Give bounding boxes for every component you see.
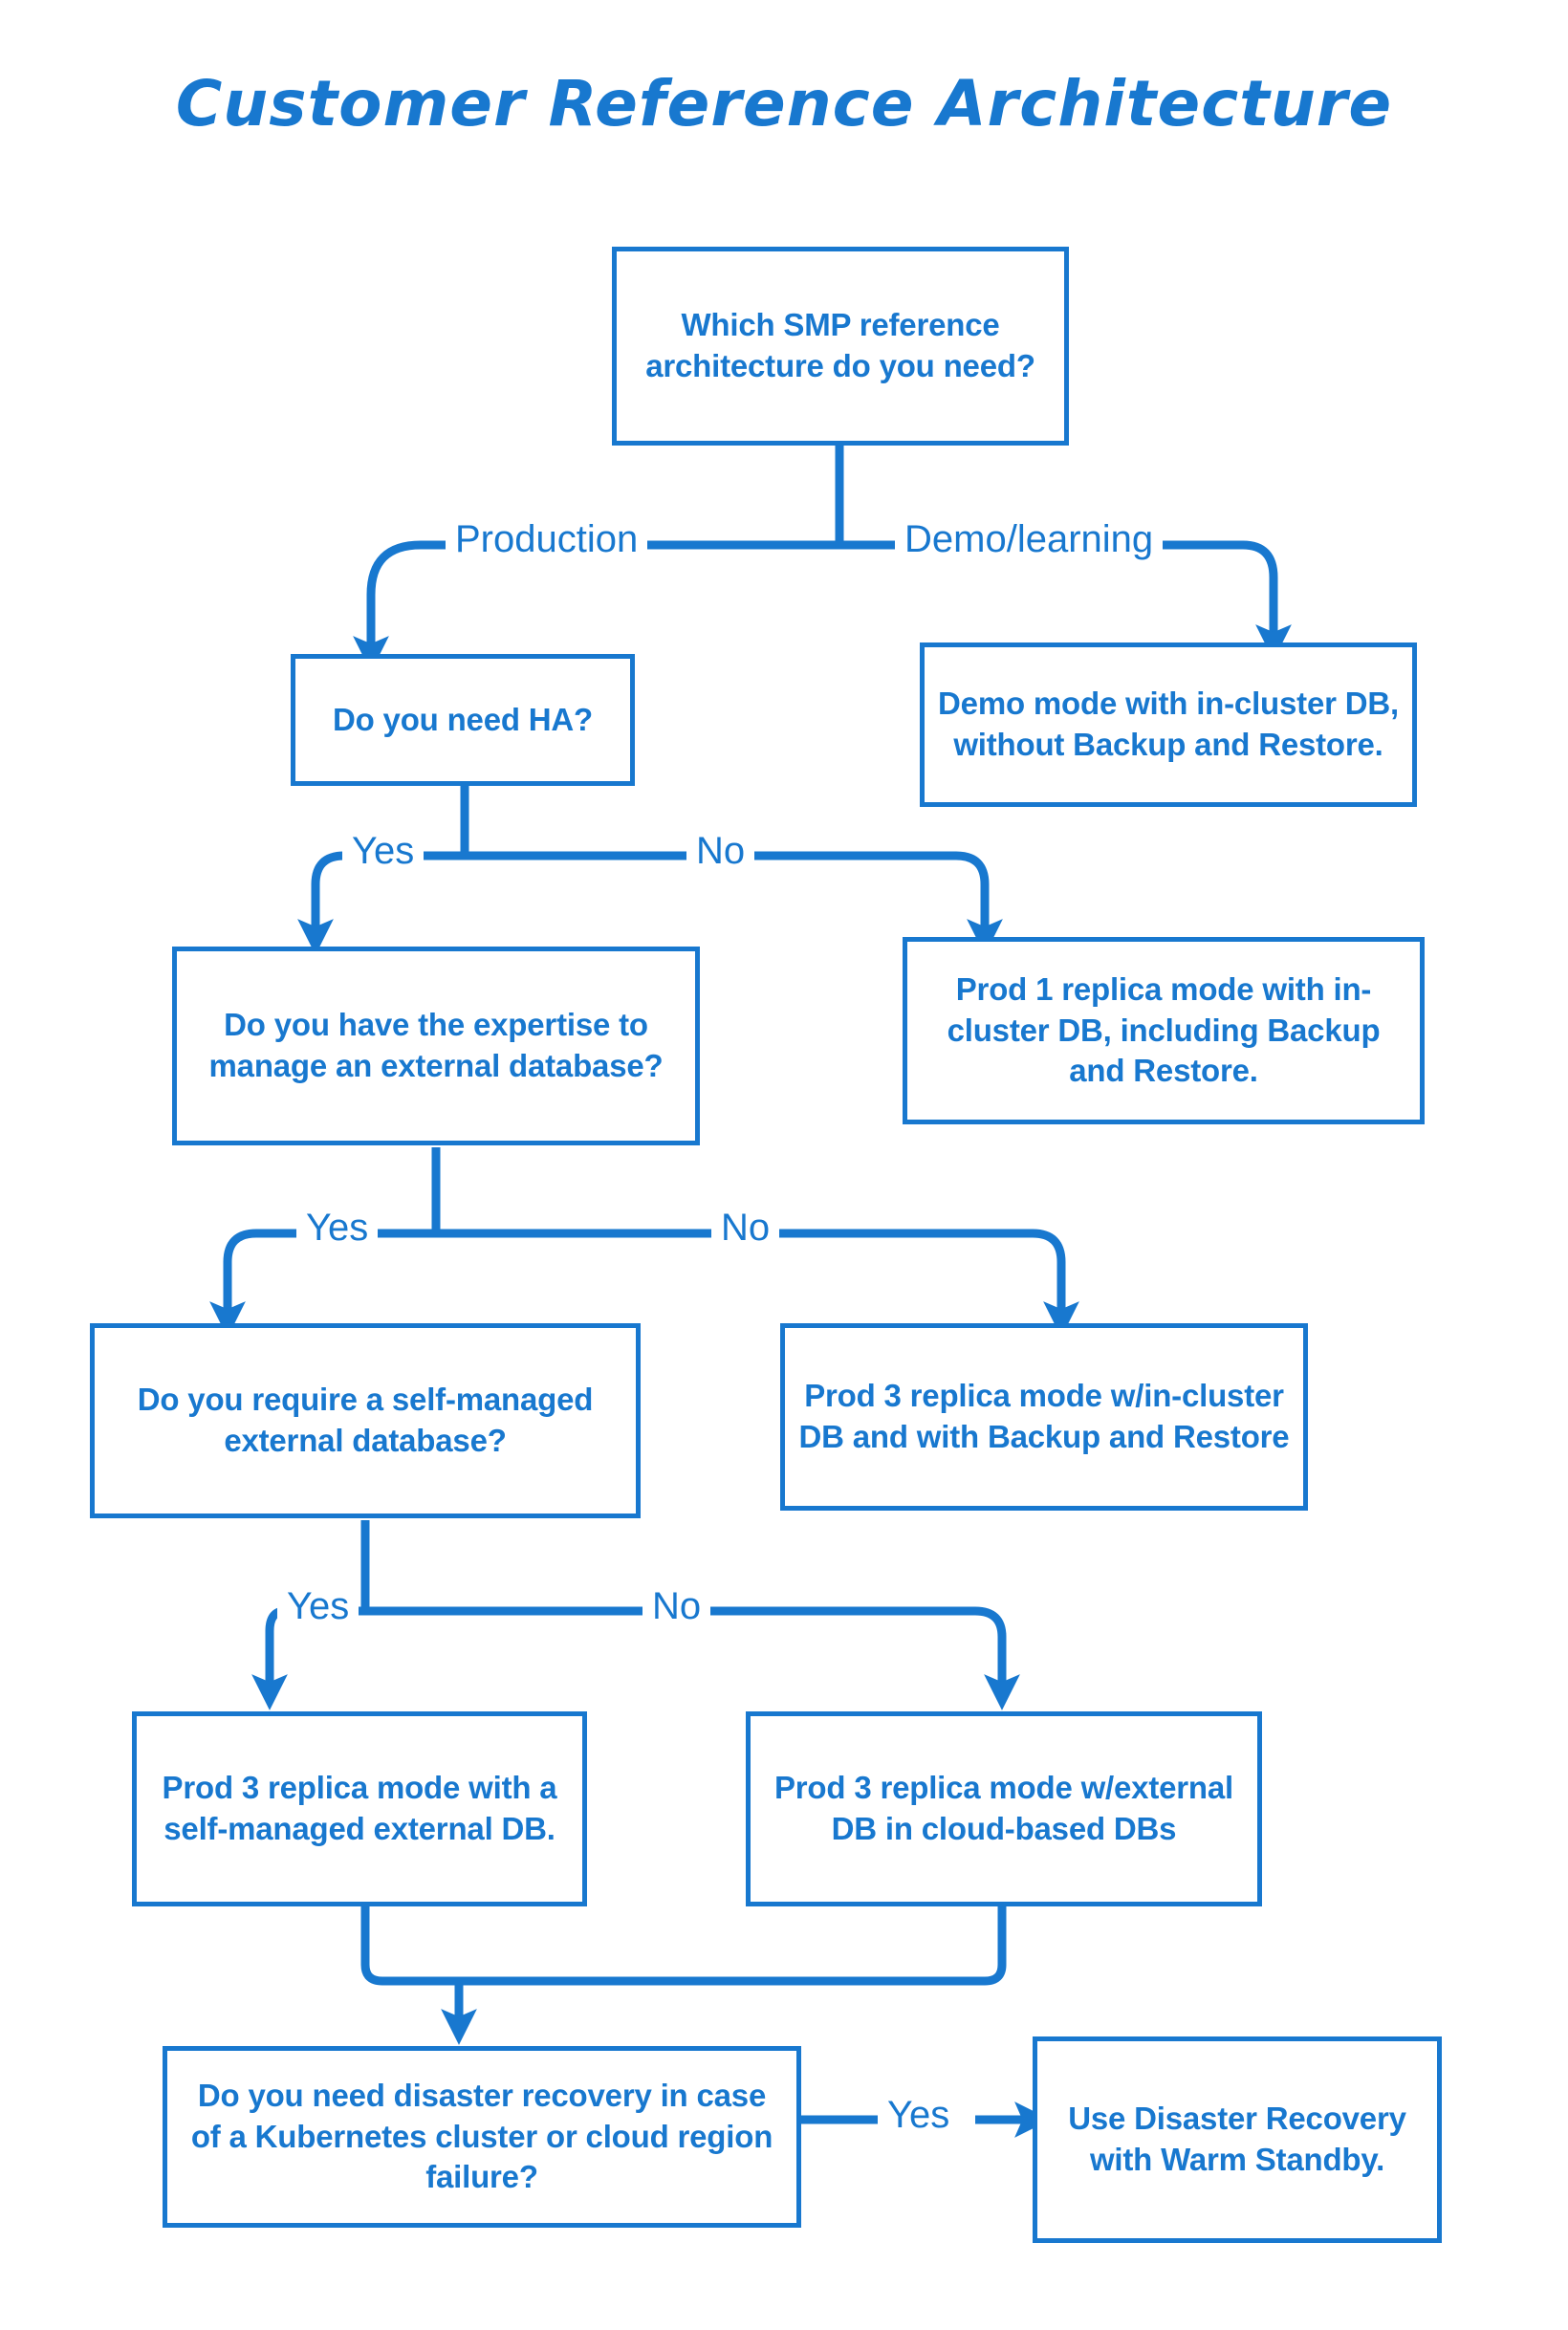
edge-start-to-demo xyxy=(839,540,1278,620)
edge-ha-no xyxy=(465,851,990,908)
edge-label-self-no: No xyxy=(642,1587,711,1625)
edge-self-no xyxy=(365,1606,1007,1664)
node-prod3-self-managed[interactable]: Prod 3 replica mode with a self-managed … xyxy=(132,1711,587,1906)
node-expertise-question-label: Do you have the expertise to manage an e… xyxy=(208,1007,664,1083)
node-prod3-cloud-db[interactable]: Prod 3 replica mode w/external DB in clo… xyxy=(746,1711,1262,1906)
edge-label-exp-yes: Yes xyxy=(296,1209,379,1247)
node-start-label: Which SMP reference architecture do you … xyxy=(645,307,1035,383)
node-disaster-recovery-question[interactable]: Do you need disaster recovery in case of… xyxy=(163,2046,801,2228)
edge-label-dr-yes: Yes xyxy=(878,2096,960,2134)
edge-label-self-yes: Yes xyxy=(277,1587,359,1625)
edge-label-demo-learning: Demo/learning xyxy=(895,520,1164,558)
edge-exp-yes xyxy=(223,1229,436,1286)
node-self-managed-question-label: Do you require a self-managed external d… xyxy=(137,1382,594,1458)
node-do-you-need-ha[interactable]: Do you need HA? xyxy=(291,654,635,786)
edge-label-ha-no: No xyxy=(686,832,755,870)
edge-label-exp-no: No xyxy=(711,1209,780,1247)
node-prod3-self-managed-label: Prod 3 replica mode with a self-managed … xyxy=(162,1770,557,1846)
edge-prod3self-down xyxy=(360,1906,459,1986)
edge-label-ha-yes: Yes xyxy=(342,832,425,870)
node-demo-mode-label: Demo mode with in-cluster DB, without Ba… xyxy=(938,686,1399,762)
edge-exp-no xyxy=(436,1229,1066,1286)
node-do-you-need-ha-label: Do you need HA? xyxy=(332,701,593,737)
node-prod1-replica[interactable]: Prod 1 replica mode with in-cluster DB, … xyxy=(903,937,1425,1124)
node-disaster-recovery-question-label: Do you need disaster recovery in case of… xyxy=(190,2077,773,2195)
node-demo-mode[interactable]: Demo mode with in-cluster DB, without Ba… xyxy=(920,642,1417,807)
edge-start-to-production xyxy=(366,540,839,620)
node-prod1-replica-label: Prod 1 replica mode with in-cluster DB, … xyxy=(947,970,1381,1089)
node-warm-standby[interactable]: Use Disaster Recovery with Warm Standby. xyxy=(1033,2036,1442,2243)
page-title: Customer Reference Architecture xyxy=(175,67,1393,141)
node-expertise-question[interactable]: Do you have the expertise to manage an e… xyxy=(172,947,700,1145)
edge-label-production: Production xyxy=(446,520,648,558)
node-start[interactable]: Which SMP reference architecture do you … xyxy=(612,247,1069,446)
node-warm-standby-label: Use Disaster Recovery with Warm Standby. xyxy=(1068,2101,1406,2177)
node-self-managed-question[interactable]: Do you require a self-managed external d… xyxy=(90,1323,641,1518)
edge-prod3cloud-down xyxy=(459,1906,1007,1986)
node-prod3-incluster-label: Prod 3 replica mode w/in-cluster DB and … xyxy=(798,1378,1290,1454)
node-prod3-incluster[interactable]: Prod 3 replica mode w/in-cluster DB and … xyxy=(780,1323,1308,1511)
node-prod3-cloud-db-label: Prod 3 replica mode w/external DB in clo… xyxy=(773,1770,1233,1846)
